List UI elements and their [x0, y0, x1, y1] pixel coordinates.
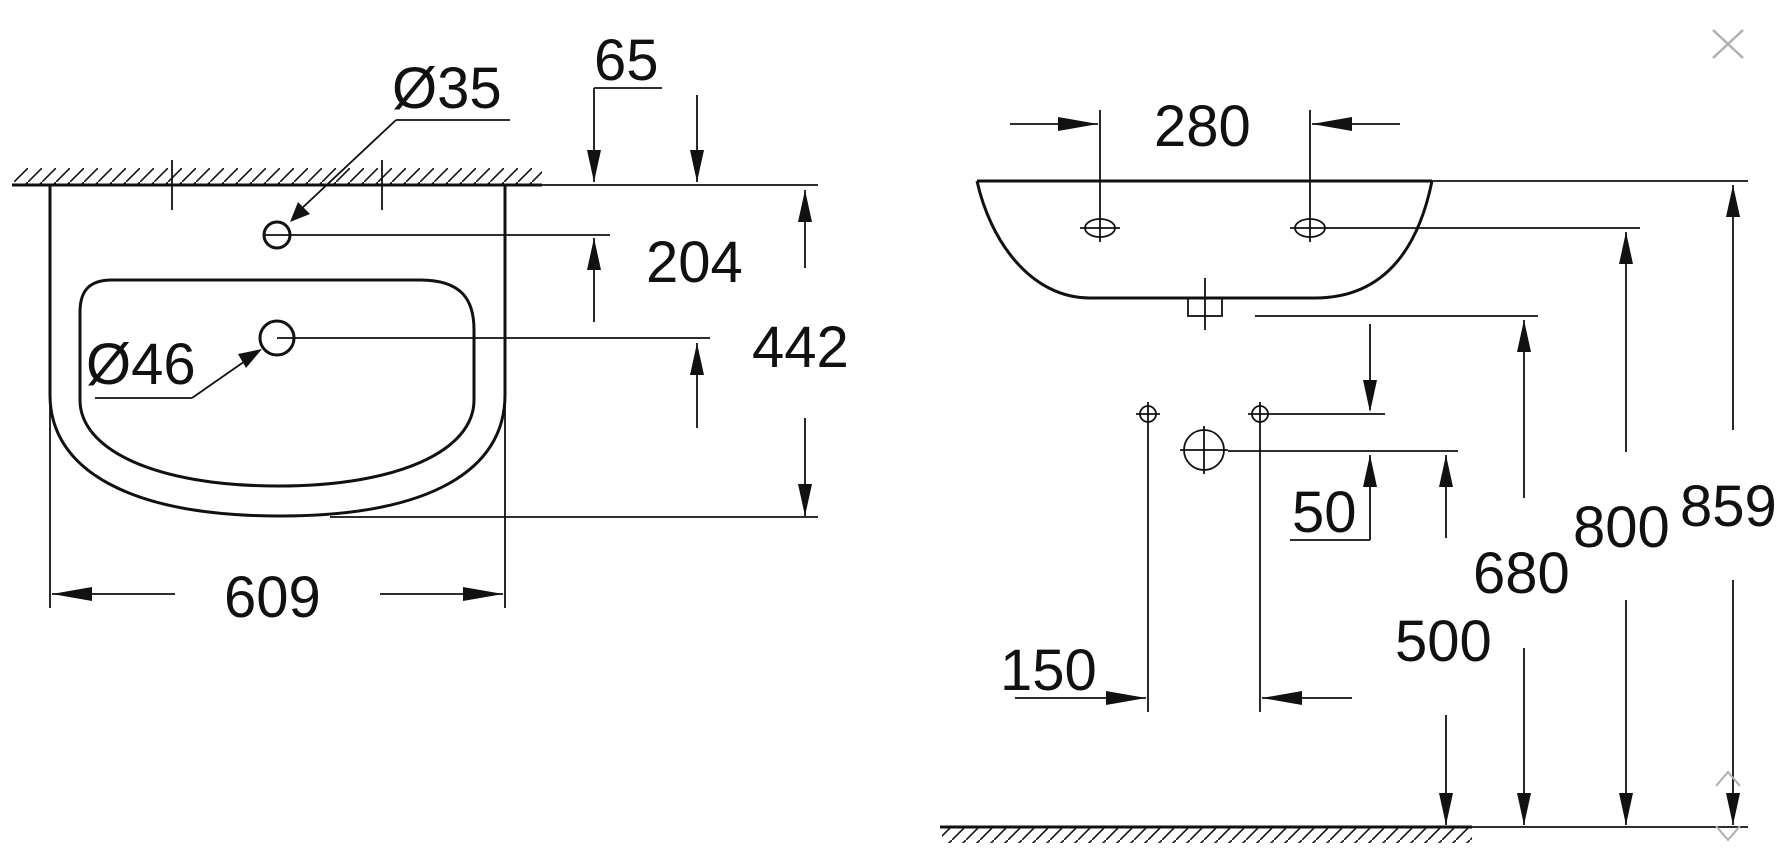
- basin-outline: [48, 185, 507, 518]
- label-dim-204: 204: [646, 230, 743, 295]
- close-icon[interactable]: [1700, 20, 1758, 68]
- dim-442-arrow-top: [798, 190, 812, 222]
- side-view: 280 50 150: [940, 94, 1777, 843]
- label-dim-859: 859: [1680, 474, 1777, 539]
- dim-680-arrow-top: [1517, 320, 1531, 352]
- bowl-outline: [78, 278, 476, 488]
- label-dim-50: 50: [1292, 480, 1357, 545]
- dim-280-arrow-right: [1312, 117, 1352, 131]
- dim-500-arrow-top: [1439, 455, 1453, 487]
- label-dim-500: 500: [1395, 609, 1492, 674]
- front-view: Ø35 Ø46 65 204 442 609: [12, 28, 849, 630]
- label-dim-442: 442: [752, 315, 849, 380]
- label-hole-35: Ø35: [392, 56, 502, 121]
- dim-65-arrow-right: [690, 150, 704, 182]
- mount-slot-left: [1080, 214, 1120, 242]
- label-dim-800: 800: [1573, 495, 1670, 560]
- dim-609-arrow-right: [463, 587, 503, 601]
- label-dim-680: 680: [1473, 541, 1570, 606]
- basin-profile: [975, 180, 1434, 300]
- chevron-icon[interactable]: [1715, 770, 1741, 842]
- label-hole-46: Ø46: [86, 332, 196, 397]
- label-dim-150: 150: [1000, 638, 1097, 703]
- waste-pipe-symbol: [1180, 426, 1228, 474]
- dim-800-arrow-top: [1619, 232, 1633, 264]
- leader-35-arrow: [290, 202, 310, 222]
- dim-204-arrow-top: [587, 238, 601, 270]
- label-dim-609: 609: [224, 565, 321, 630]
- dim-609-arrow-left: [52, 587, 92, 601]
- dim-800-arrow-bottom: [1619, 793, 1633, 825]
- dim-204-arrow-bottom: [690, 343, 704, 375]
- dim-150-arrow-left: [1106, 691, 1146, 705]
- mount-slot-right: [1290, 214, 1330, 242]
- floor-hatching: [942, 827, 1472, 843]
- wall-hatching: [14, 168, 542, 184]
- dim-680-arrow-bottom: [1517, 793, 1531, 825]
- leader-46-arrow: [238, 349, 262, 368]
- leader-35: [299, 119, 397, 211]
- wall-fixing-left: [1136, 402, 1160, 426]
- dim-859-arrow-bottom: [1726, 793, 1740, 825]
- dim-280-arrow-left: [1058, 117, 1098, 131]
- wall-fixing-right: [1248, 402, 1272, 426]
- label-dim-65: 65: [594, 28, 659, 93]
- dim-150-arrow-right: [1262, 691, 1302, 705]
- label-dim-280: 280: [1154, 94, 1251, 159]
- dim-500-arrow-bottom: [1439, 793, 1453, 825]
- dim-442-arrow-bottom: [798, 484, 812, 516]
- dim-859-arrow-top: [1726, 185, 1740, 217]
- dim-65-arrow-left: [587, 150, 601, 182]
- dim-50-arrow-bottom: [1363, 455, 1377, 487]
- dim-50-arrow-top: [1363, 380, 1377, 412]
